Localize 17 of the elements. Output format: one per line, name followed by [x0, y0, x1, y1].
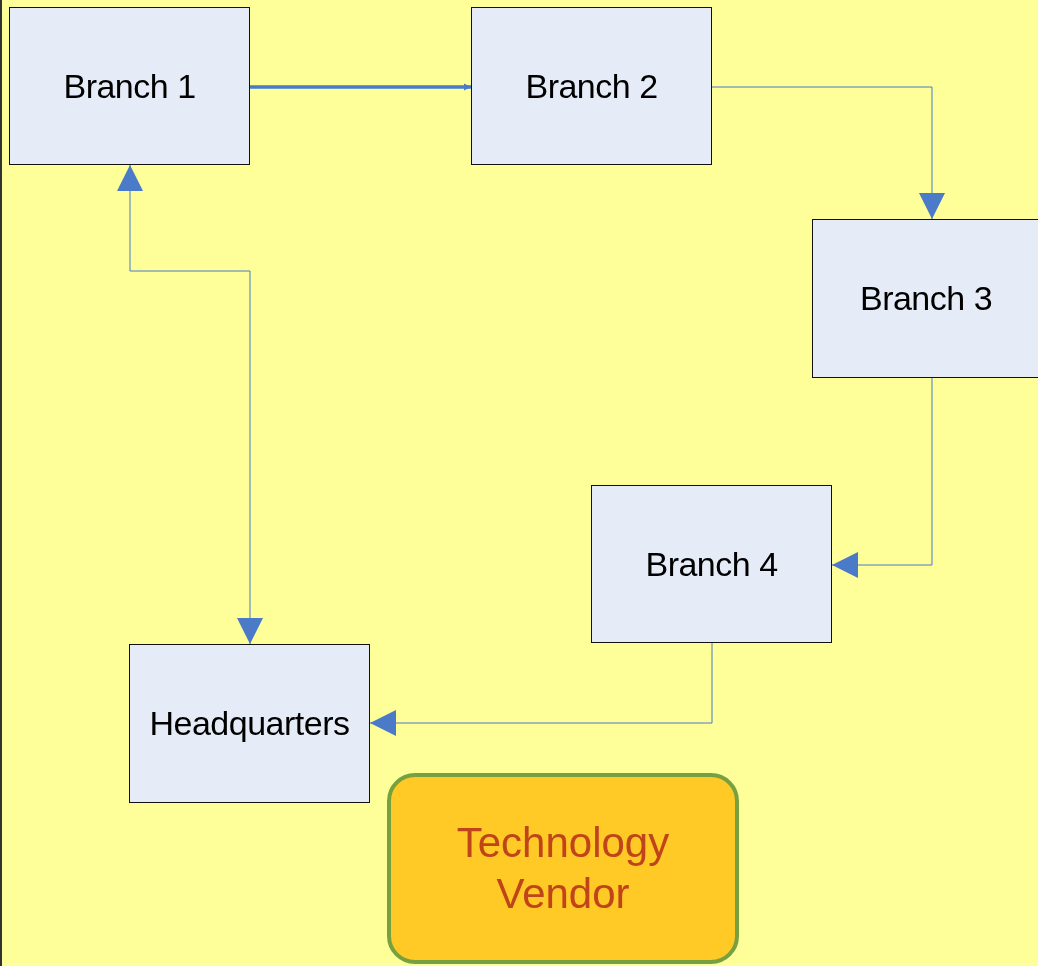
rounded-box — [387, 773, 739, 964]
arrow — [250, 83, 471, 91]
arrow — [711, 86, 945, 220]
process-box — [591, 485, 832, 643]
node-label: Branch 1 — [63, 66, 196, 106]
node-label: Branch 4 — [645, 544, 778, 584]
node-label: Technology Vendor — [455, 818, 671, 919]
arrow — [831, 377, 933, 578]
node-label: Headquarters — [149, 704, 350, 743]
node-label: Branch 2 — [525, 66, 658, 106]
process-box — [471, 7, 712, 165]
arrow — [369, 642, 713, 736]
process-box — [812, 219, 1038, 378]
process-box — [9, 7, 250, 165]
arrow — [117, 164, 263, 645]
process-box — [129, 644, 370, 803]
node-label: Branch 3 — [859, 279, 993, 318]
